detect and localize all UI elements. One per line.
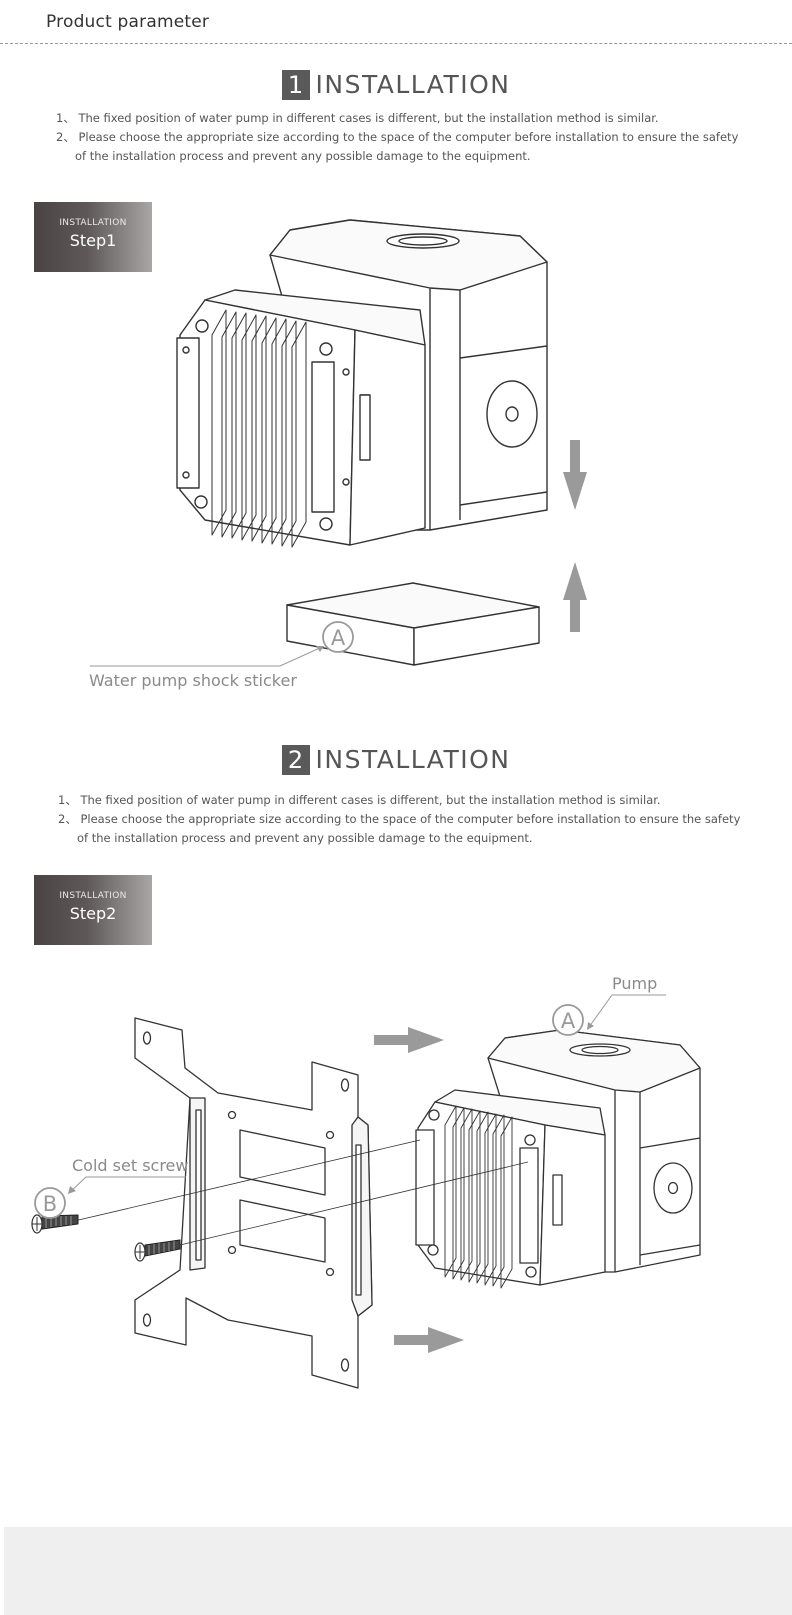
screw-icon (134, 1239, 181, 1262)
pump-label: Pump (612, 974, 658, 993)
callout-letter: A (561, 1009, 576, 1033)
step-badge-caption: INSTALLATION (59, 891, 127, 901)
step-badge-label: Step1 (69, 231, 117, 250)
heatsink-fins (444, 1105, 513, 1289)
section-1-notes: 1、 The fixed position of water pump in d… (56, 109, 738, 166)
step-2-badge: INSTALLATION Step2 (34, 875, 152, 945)
section-title: INSTALLATION (315, 70, 511, 99)
note-2-continued: of the installation process and prevent … (77, 831, 533, 845)
callout-pump: A (552, 994, 666, 1036)
section-number-badge: 1 (281, 70, 310, 100)
step-badge-label: Step2 (69, 904, 117, 923)
arrow-down-icon (563, 440, 587, 510)
callout-letter: B (43, 1192, 57, 1216)
arrows (563, 440, 587, 632)
alignment-lines (69, 1139, 529, 1246)
arrow-up-icon (563, 562, 587, 632)
page-title: Product parameter (46, 12, 210, 32)
section-number-badge: 2 (281, 745, 310, 775)
step-2-illustration: A B (31, 994, 701, 1389)
heatsink-fins (211, 309, 307, 548)
callout-screw: B (34, 1176, 186, 1219)
step-badge-caption: INSTALLATION (59, 218, 127, 228)
pump-heatsink (176, 289, 426, 546)
note-2: 2、 Please choose the appropriate size ac… (58, 812, 741, 826)
sticker-label: Water pump shock sticker (89, 671, 297, 690)
pump-side-port (486, 380, 538, 448)
note-2: 2、 Please choose the appropriate size ac… (56, 130, 739, 144)
callout-a: A (90, 621, 354, 667)
arrow-right-icon (394, 1327, 464, 1353)
arrow-right-icon (374, 1027, 444, 1053)
arrows (374, 1027, 464, 1353)
callout-letter: A (331, 626, 346, 650)
step-1-badge: INSTALLATION Step1 (34, 202, 152, 272)
pump-heatsink (415, 1089, 606, 1286)
step-1-illustration: A (90, 219, 587, 667)
footer-band (4, 1527, 792, 1615)
section-2-notes: 1、 The fixed position of water pump in d… (58, 791, 740, 848)
section-title: INSTALLATION (315, 745, 511, 774)
mounting-bracket (134, 1017, 373, 1389)
page-header (0, 0, 792, 44)
note-1: 1、 The fixed position of water pump in d… (58, 793, 661, 807)
screw-label: Cold set screw (72, 1156, 189, 1175)
note-2-continued: of the installation process and prevent … (75, 149, 531, 163)
note-1: 1、 The fixed position of water pump in d… (56, 111, 659, 125)
shock-sticker (286, 582, 540, 666)
